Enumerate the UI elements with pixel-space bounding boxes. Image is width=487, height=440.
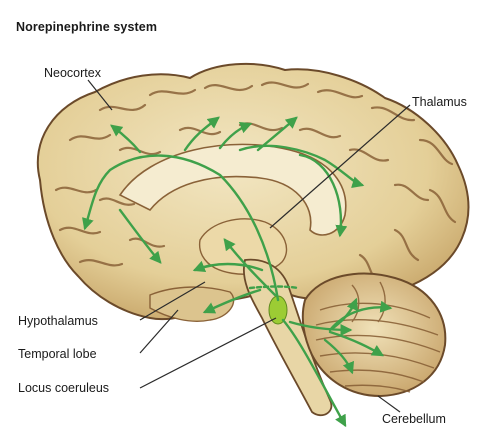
label-locus-coeruleus: Locus coeruleus <box>18 381 109 395</box>
label-temporal-lobe: Temporal lobe <box>18 347 97 361</box>
diagram-title: Norepinephrine system <box>16 20 157 34</box>
cerebellum-shape <box>303 274 446 396</box>
label-thalamus: Thalamus <box>412 95 467 109</box>
label-cerebellum: Cerebellum <box>382 412 446 426</box>
label-neocortex: Neocortex <box>44 66 101 80</box>
label-hypothalamus: Hypothalamus <box>18 314 98 328</box>
